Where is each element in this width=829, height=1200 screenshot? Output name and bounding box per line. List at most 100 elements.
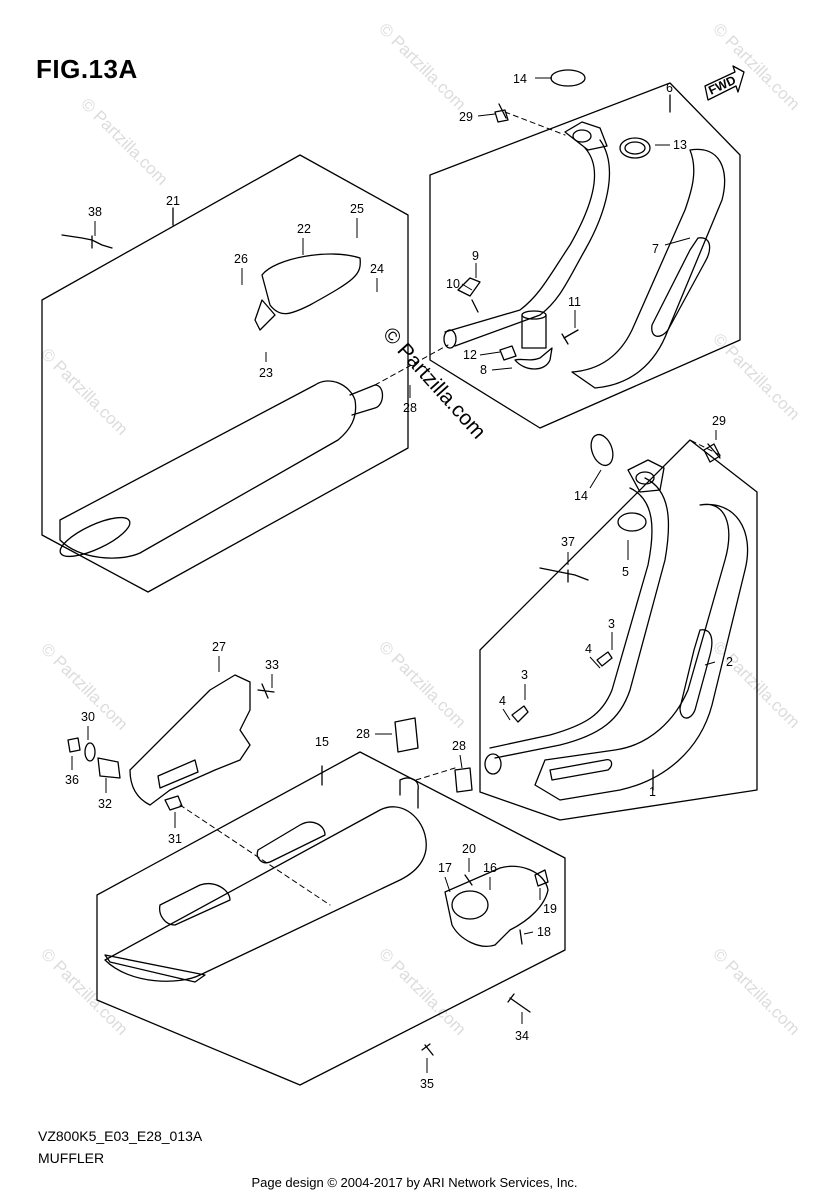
rubber-bushing [394,717,419,753]
front-muffler-group [41,154,409,593]
watermark-tile: © Partzilla.com [709,19,803,113]
leader [664,237,691,246]
callout-35: 35 [420,1077,434,1091]
callout-22: 22 [297,222,311,236]
leader [461,283,473,291]
callout-23: 23 [259,366,273,380]
connector-line [374,344,449,386]
rear-heat-shield [534,503,749,801]
fwd-label: FWD [706,73,738,98]
callout-21: 21 [166,194,180,208]
connection-lines [179,111,721,906]
callout-18: 18 [537,925,551,939]
callout-36: 36 [65,773,79,787]
pipe-sensor-boss [521,314,547,349]
bracket-window [157,759,199,789]
o2-sensor-front [61,234,113,249]
leader [502,708,511,721]
pipe-clamp [619,137,651,159]
callout-28: 28 [356,727,370,741]
leader [477,113,496,117]
footrest-bracket-group [67,674,419,811]
callout-29: 29 [712,414,726,428]
callout-2: 2 [726,655,733,669]
bracket-bolt [471,299,479,313]
callout-28: 28 [403,401,417,415]
bracket-bolt-33 [257,683,275,699]
flange-hole [572,129,592,143]
leader [589,469,602,489]
assembly-outline-6 [429,82,741,429]
cover-bolt-18 [519,929,523,945]
sensor-boss-top [521,310,547,320]
exhaust-gasket [550,69,586,87]
pipe-bracket [457,277,481,297]
callout-27: 27 [212,640,226,654]
muffler-inlet-rear [399,777,419,809]
rear-flange-hole [635,471,655,485]
muffler-mount-front [159,883,231,926]
sensor-cap [499,345,517,361]
mount-collar [164,795,183,811]
shield-bolt [561,329,579,345]
callout-12: 12 [463,348,477,362]
cover-opening [451,890,489,920]
muffler-end-cover [444,865,549,947]
cover-bolt-20 [464,874,473,886]
callout-14: 14 [513,72,527,86]
callout-15: 15 [315,735,329,749]
connector-line [415,767,456,781]
connector-line [179,804,331,906]
flange-bolt [494,103,509,123]
watermark-main: © Partzilla.com [378,323,490,444]
callout-16: 16 [483,861,497,875]
rear-bushing [454,767,473,793]
callout-4: 4 [585,642,592,656]
watermark-tiles: © Partzilla.com © Partzilla.com © Partzi… [37,19,803,1038]
fwd-arrow-shape [704,65,745,101]
assembly-outline-1 [479,439,758,821]
connector-line [504,111,566,136]
callout-32: 32 [98,797,112,811]
rear-exhaust-pipe-group [454,433,758,821]
callout-19: 19 [543,902,557,916]
sensor-clip [514,347,553,370]
callout-7: 7 [652,242,659,256]
heat-shield-front [571,148,726,389]
watermark-tile: © Partzilla.com [375,944,469,1038]
callout-24: 24 [370,262,384,276]
callout-6: 6 [666,81,673,95]
callout-3: 3 [521,668,528,682]
callout-31: 31 [168,832,182,846]
callout-34: 34 [515,1029,529,1043]
muffler-body-rear [104,806,427,982]
leader [704,661,716,666]
leader [523,931,534,935]
o2-sensor-rear [539,567,589,583]
assembly-outline-15 [96,751,566,1086]
callout-10: 10 [446,277,460,291]
front-exhaust-pipe-group [429,69,741,429]
callout-25: 25 [350,202,364,216]
muffler-tip [59,516,131,558]
watermark-tile: © Partzilla.com [709,944,803,1038]
washer [84,742,96,762]
callout-8: 8 [480,363,487,377]
callout-14: 14 [574,489,588,503]
muffler-heat-shield [261,253,361,315]
heat-shield-slot [651,237,711,337]
rear-pipe-flange [627,459,665,493]
callout-1: 1 [649,785,656,799]
diagram-code: VZ800K5_E03_E28_013A [38,1128,203,1144]
callout-11: 11 [568,295,581,309]
pipe-clamp-inner [624,141,646,155]
pipe-outlet [443,329,457,349]
callout-26: 26 [234,252,248,266]
callout-9: 9 [472,249,479,263]
callout-30: 30 [81,710,95,724]
callout-4: 4 [499,694,506,708]
rear-gasket [590,433,614,467]
watermark-tile: © Partzilla.com [37,344,131,438]
